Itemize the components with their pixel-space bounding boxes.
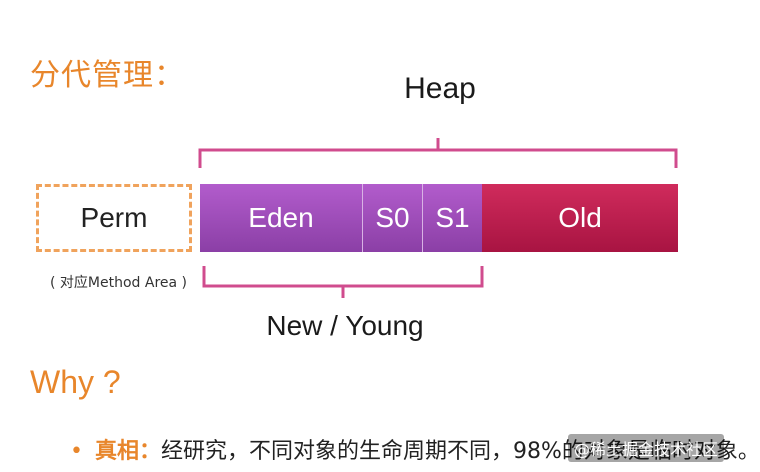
bullet-text: 经研究，不同对象的生命周期不同，98%的对象是临时对象。	[161, 439, 760, 464]
why-heading: Why ?	[30, 364, 121, 400]
watermark: @稀土掘金技术社区	[567, 434, 724, 462]
heap-bracket	[198, 148, 678, 168]
s1-segment: S1	[422, 184, 482, 252]
perm-box: Perm	[36, 184, 192, 252]
perm-label: Perm	[80, 202, 148, 233]
section-title: 分代管理：	[30, 58, 185, 93]
eden-label: Eden	[248, 202, 314, 233]
bullet-key: 真相：	[94, 439, 161, 464]
heap-label: Heap	[404, 72, 476, 105]
bullet-dot: •	[70, 439, 83, 464]
s0-segment: S0	[362, 184, 422, 252]
bullet-item: • 真相：经研究，不同对象的生命周期不同，98%的对象是临时对象。	[70, 433, 760, 465]
perm-note: ( 对应Method Area )	[50, 275, 187, 291]
old-segment: Old	[482, 184, 678, 252]
young-bracket	[202, 266, 484, 288]
eden-segment: Eden	[200, 184, 362, 252]
s1-label: S1	[435, 202, 470, 233]
young-label: New / Young	[266, 310, 424, 341]
bracket-lines	[198, 138, 678, 298]
old-label: Old	[558, 202, 602, 233]
s0-label: S0	[375, 202, 410, 233]
